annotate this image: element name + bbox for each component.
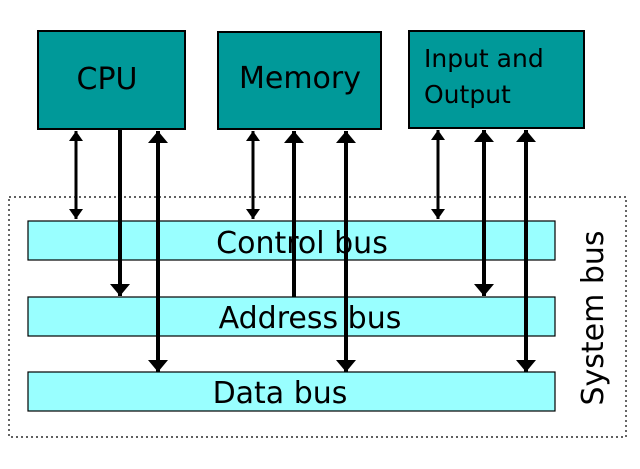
memory-label: Memory: [239, 61, 361, 96]
io-label-line1: Input and: [424, 44, 544, 73]
cpu-label: CPU: [77, 62, 138, 97]
system-bus-boundary: [8, 196, 627, 438]
memory-box: [217, 31, 382, 130]
address-bus-label: Address bus: [219, 301, 402, 336]
address-bus: [27, 296, 556, 337]
data-bus-label: Data bus: [213, 376, 348, 411]
data-bus: [27, 371, 556, 412]
io-box: [408, 30, 585, 129]
io-label-line2: Output: [424, 80, 511, 109]
cpu-box: [37, 30, 186, 130]
control-bus: [27, 220, 556, 261]
control-bus-label: Control bus: [216, 226, 388, 261]
system-bus-label: System bus: [576, 230, 611, 405]
